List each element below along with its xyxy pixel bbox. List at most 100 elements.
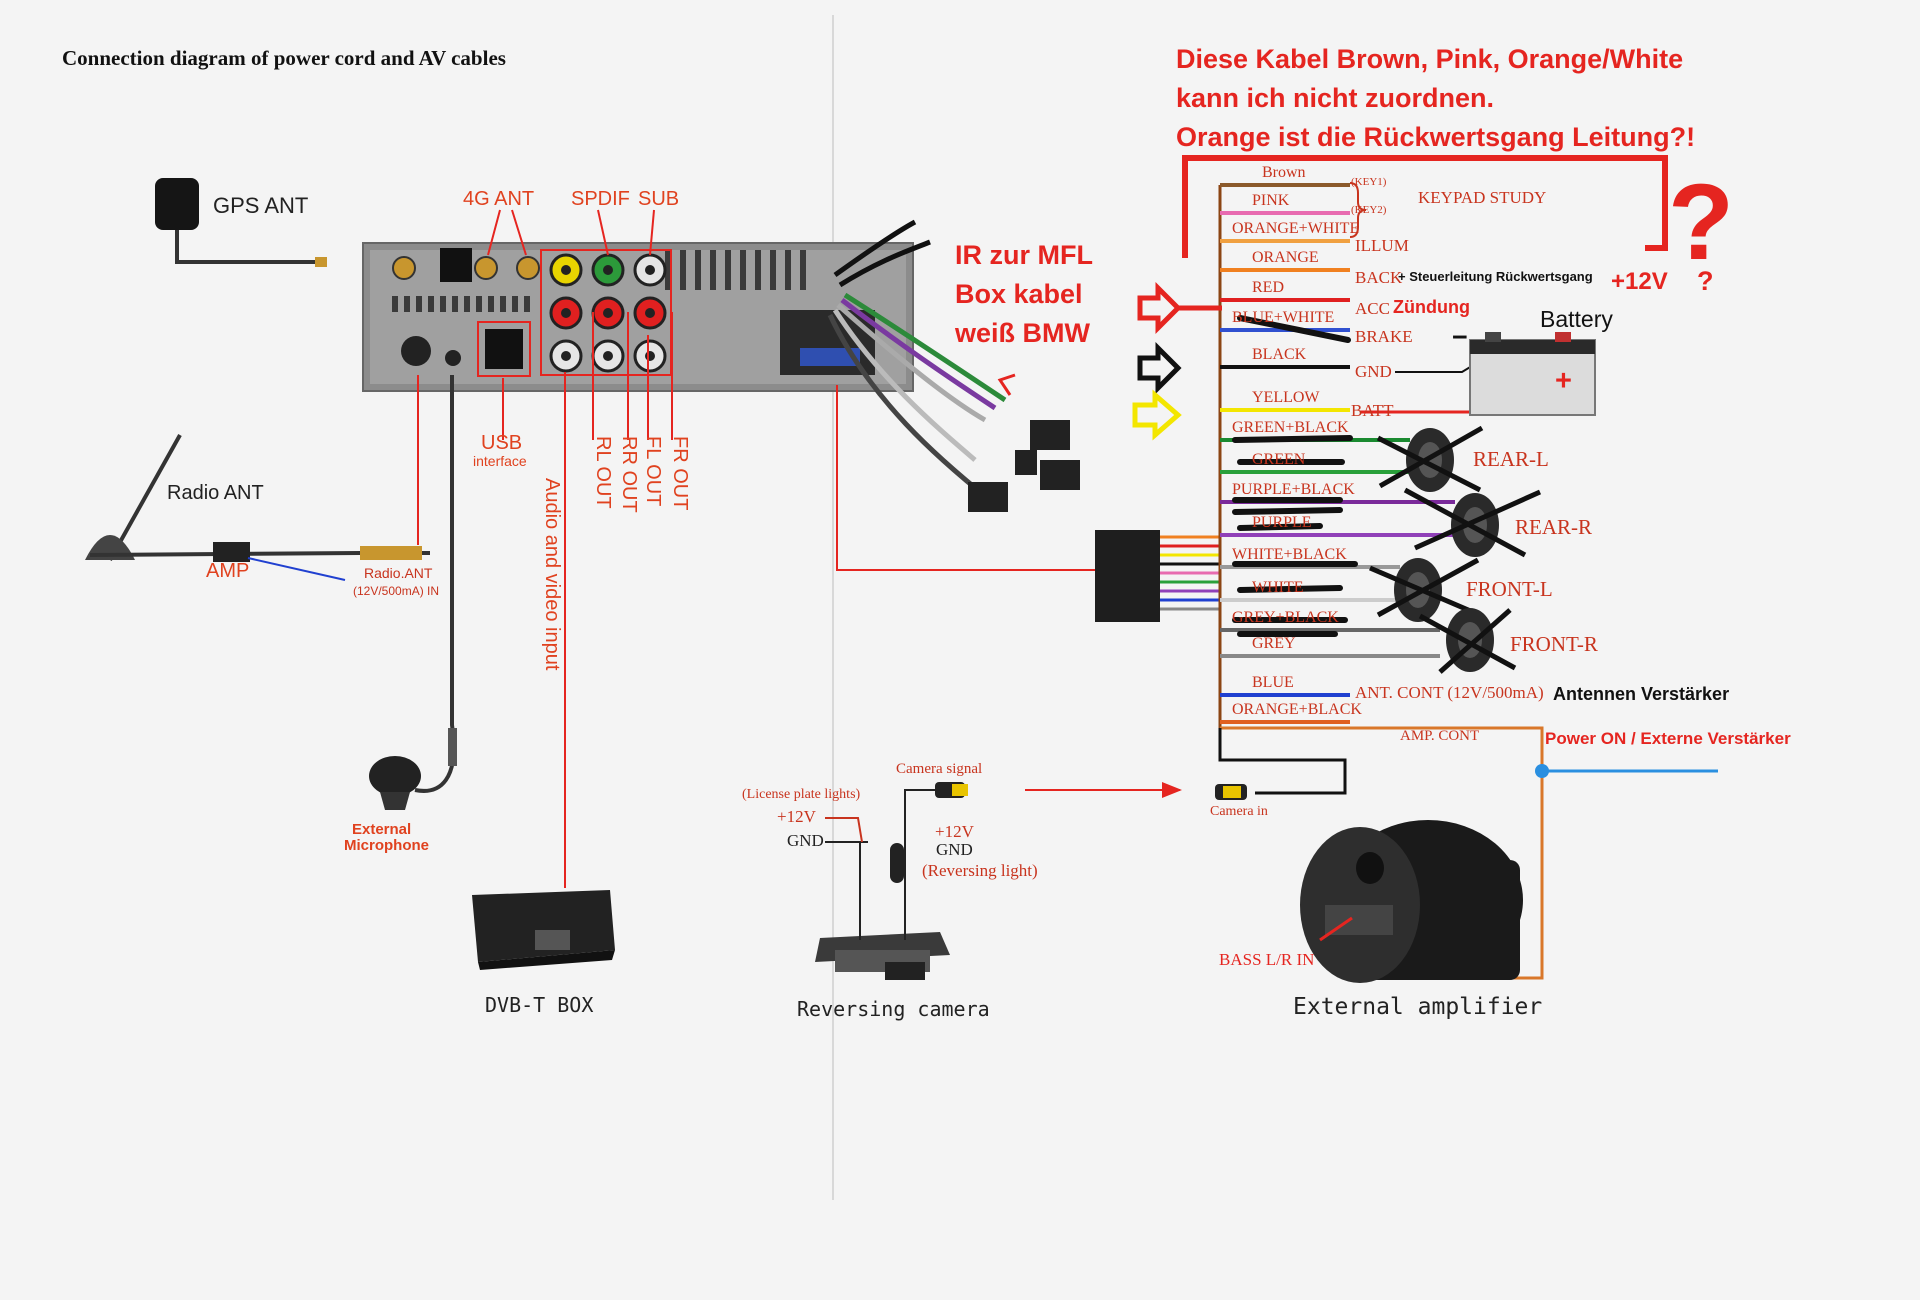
front-r-label: FRONT-R [1510,632,1598,656]
batt-label: BATT [1351,401,1394,420]
camera-gnd-label: GND [787,831,824,850]
amp-cont-label: AMP. CONT [1400,728,1480,744]
speaker-wire-strikes [1232,315,1358,637]
sub-label: SUB [638,188,680,210]
rear-r-label: REAR-R [1515,515,1593,539]
usb-sub-label: interface [473,453,527,469]
wire-label: RED [1252,279,1284,296]
external-amplifier-caption: External amplifier [1293,994,1543,1020]
external-amplifier-icon [1300,820,1523,983]
wire-label: YELLOW [1252,389,1320,406]
back-note-label: + Steuerleitung Rückwertsgang [1398,269,1593,284]
unknown-wires-bracket [1182,155,1668,258]
camera-arrow-head [1162,782,1182,798]
head-unit-icon [362,242,914,392]
battery-icon [1469,332,1596,416]
speaker-front-r-icon [1418,608,1517,674]
dvbt-box-icon [472,890,615,970]
radio-ant-label: Radio ANT [167,482,264,504]
bass-lr-in-label: BASS L/R IN [1219,950,1315,969]
wire-label: GREEN+BLACK [1232,419,1349,436]
4g-ant-label: 4G ANT [463,188,535,210]
fl-out-label: FL OUT [642,436,664,507]
wire-label: PURPLE [1252,514,1312,531]
speaker-rear-l-icon [1376,425,1484,493]
zuendung-label: Zündung [1393,297,1470,317]
key2-label: (KEY2) [1351,204,1387,216]
ir-note: IR zur MFL Box kabel weiß BMW [955,236,1093,353]
wire-label: GREEN [1252,451,1306,468]
front-l-label: FRONT-L [1466,577,1553,601]
wire-label: ORANGE [1252,249,1319,266]
gnd-arrow-icon [1137,341,1182,395]
camera-in-plug-icon [1215,784,1247,800]
back-label: BACK [1355,268,1403,287]
illum-label: ILLUM [1355,236,1409,255]
acc-arrow-icon [1137,281,1222,335]
gps-antenna-icon [155,178,327,267]
reversing-camera-caption: Reversing camera [797,997,990,1021]
fr-out-label: FR OUT [669,436,691,511]
battery-minus-label: − [1452,322,1468,352]
reversing-light-label: (Reversing light) [922,861,1038,880]
radio-ant-spec-label: (12V/500mA) IN [353,584,440,598]
note-line-3: Orange ist die Rückwertsgang Leitung?! [1176,122,1696,152]
spdif-label: SPDIF [571,188,630,210]
unknown-wires-note: Diese Kabel Brown, Pink, Orange/White ka… [1176,40,1695,157]
wire-label: Brown [1262,164,1306,181]
dvbt-caption: DVB-T BOX [485,993,594,1017]
audio-out-lines [592,312,673,440]
ant-cont-label: ANT. CONT (12V/500mA) [1355,683,1544,702]
camera-signal-line [904,789,940,940]
page-title: Connection diagram of power cord and AV … [62,46,506,70]
reversing-camera-icon [815,932,950,980]
wire-label: GREY [1252,635,1296,652]
port-pointer-lines [487,209,655,256]
speaker-rear-r-icon [1403,487,1542,558]
plus-12v-label: +12V [1611,268,1668,295]
wire-label: BLUE [1252,674,1294,691]
wire-label: WHITE+BLACK [1232,546,1347,563]
note-line-2: kann ich nicht zuordnen. [1176,83,1495,113]
ant-note-label: Antennen Verstärker [1553,684,1730,704]
wire-label: WHITE [1252,579,1304,596]
harness-cables-icon [827,219,1080,512]
battery-label: Battery [1540,306,1613,332]
gps-ant-label: GPS ANT [213,193,309,218]
plus-12v-question: ? [1697,266,1714,296]
rr-out-label: RR OUT [618,436,640,513]
camera-in-line [1218,728,1347,795]
license-plate-label: (License plate lights) [742,787,861,802]
camera-in-label: Camera in [1210,804,1268,819]
power-on-note: Power ON / Externe Verstärker [1545,729,1791,748]
wire-label: PURPLE+BLACK [1232,481,1355,498]
note-line-1: Diese Kabel Brown, Pink, Orange/White [1176,44,1684,74]
batt-arrow-icon [1132,389,1182,441]
wire-label: BLACK [1252,346,1307,363]
amp-label: AMP [206,560,250,582]
wire-label: ORANGE+WHITE [1232,220,1360,237]
usb-label: USB [481,432,523,454]
keypad-bracket [1349,182,1367,238]
camera-12v-label: +12V [777,807,816,826]
radio-antenna-icon [85,434,430,581]
big-question-mark: ? [1668,161,1734,282]
wire-label: GREY+BLACK [1232,609,1339,626]
keypad-study-label: KEYPAD STUDY [1418,188,1547,207]
speaker-front-l-icon [1369,557,1481,622]
wire-label: ORANGE+BLACK [1232,701,1362,718]
reversing-gnd-label: GND [936,840,973,859]
main-connector-icon [1095,530,1160,622]
key1-label: (KEY1) [1351,176,1387,188]
ir-note-line-1: IR zur MFL [955,240,1093,270]
reversing-12v-label: +12V [935,822,974,841]
camera-splitter-icon [890,843,904,883]
ir-note-line-3: weiß BMW [955,318,1090,348]
camera-signal-label: Camera signal [896,761,983,777]
ir-note-line-2: Box kabel [955,279,1083,309]
wire-label: PINK [1252,192,1290,209]
battery-plus-label: + [1555,365,1572,397]
external-mic-label-2: Microphone [344,837,429,854]
connector-wires [1160,535,1220,611]
